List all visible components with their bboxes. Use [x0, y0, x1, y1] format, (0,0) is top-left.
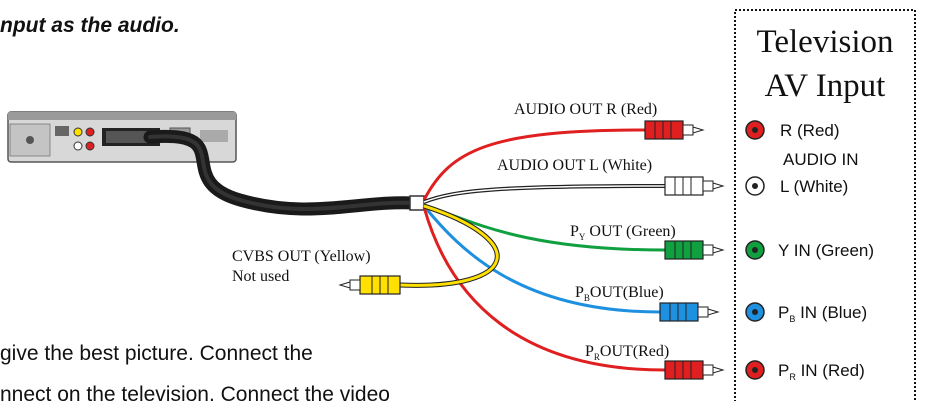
wire-red-audio: [422, 128, 646, 201]
plug-y-green: [664, 240, 725, 260]
jack-pr-red-icon: [745, 360, 765, 380]
label-cvbs-out: CVBS OUT (Yellow): [232, 248, 371, 265]
plug-audio-l: [664, 176, 725, 196]
jack-label-r-red: R (Red): [780, 121, 840, 140]
jack-label-pb-blue: PB IN (Blue): [778, 303, 867, 324]
jack-label-l-white: L (White): [780, 177, 848, 196]
tv-panel-title-line2: AV Input: [765, 68, 886, 104]
jack-r-red-icon: [745, 120, 765, 140]
jack-pb-blue-icon: [745, 302, 765, 322]
jack-l-white-icon: [745, 176, 765, 196]
label-audio-out-r: AUDIO OUT R (Red): [514, 101, 657, 118]
set-top-box-image: [7, 111, 237, 163]
plug-audio-r: [644, 120, 705, 140]
label-pr-out: PROUT(Red): [585, 343, 669, 362]
instruction-text-bottom: nnect on the television. Connect the vid…: [0, 383, 390, 406]
plug-cvbs-yellow: [338, 275, 401, 295]
tv-panel-title-line1: Television: [757, 24, 894, 60]
label-py-out: PY OUT (Green): [570, 223, 676, 242]
jack-label-pr-red: PR IN (Red): [778, 361, 865, 382]
wire-white-audio: [423, 184, 666, 204]
jack-label-y-green: Y IN (Green): [778, 241, 874, 260]
wire-red-pr: [422, 206, 666, 372]
tv-av-input-panel: [734, 9, 916, 401]
instruction-text-top: nput as the audio.: [0, 14, 180, 37]
label-cvbs-not-used: Not used: [232, 268, 289, 285]
jack-y-green-icon: [745, 240, 765, 260]
plug-pb-blue: [659, 302, 720, 322]
jack-label-audio-in: AUDIO IN: [783, 150, 859, 169]
cable-splitter: [409, 195, 425, 211]
instruction-text-middle: give the best picture. Connect the: [0, 342, 313, 365]
label-audio-out-l: AUDIO OUT L (White): [497, 157, 652, 174]
plug-pr-red: [664, 360, 725, 380]
label-pb-out: PBOUT(Blue): [575, 284, 664, 303]
wire-blue-pb: [422, 205, 661, 314]
